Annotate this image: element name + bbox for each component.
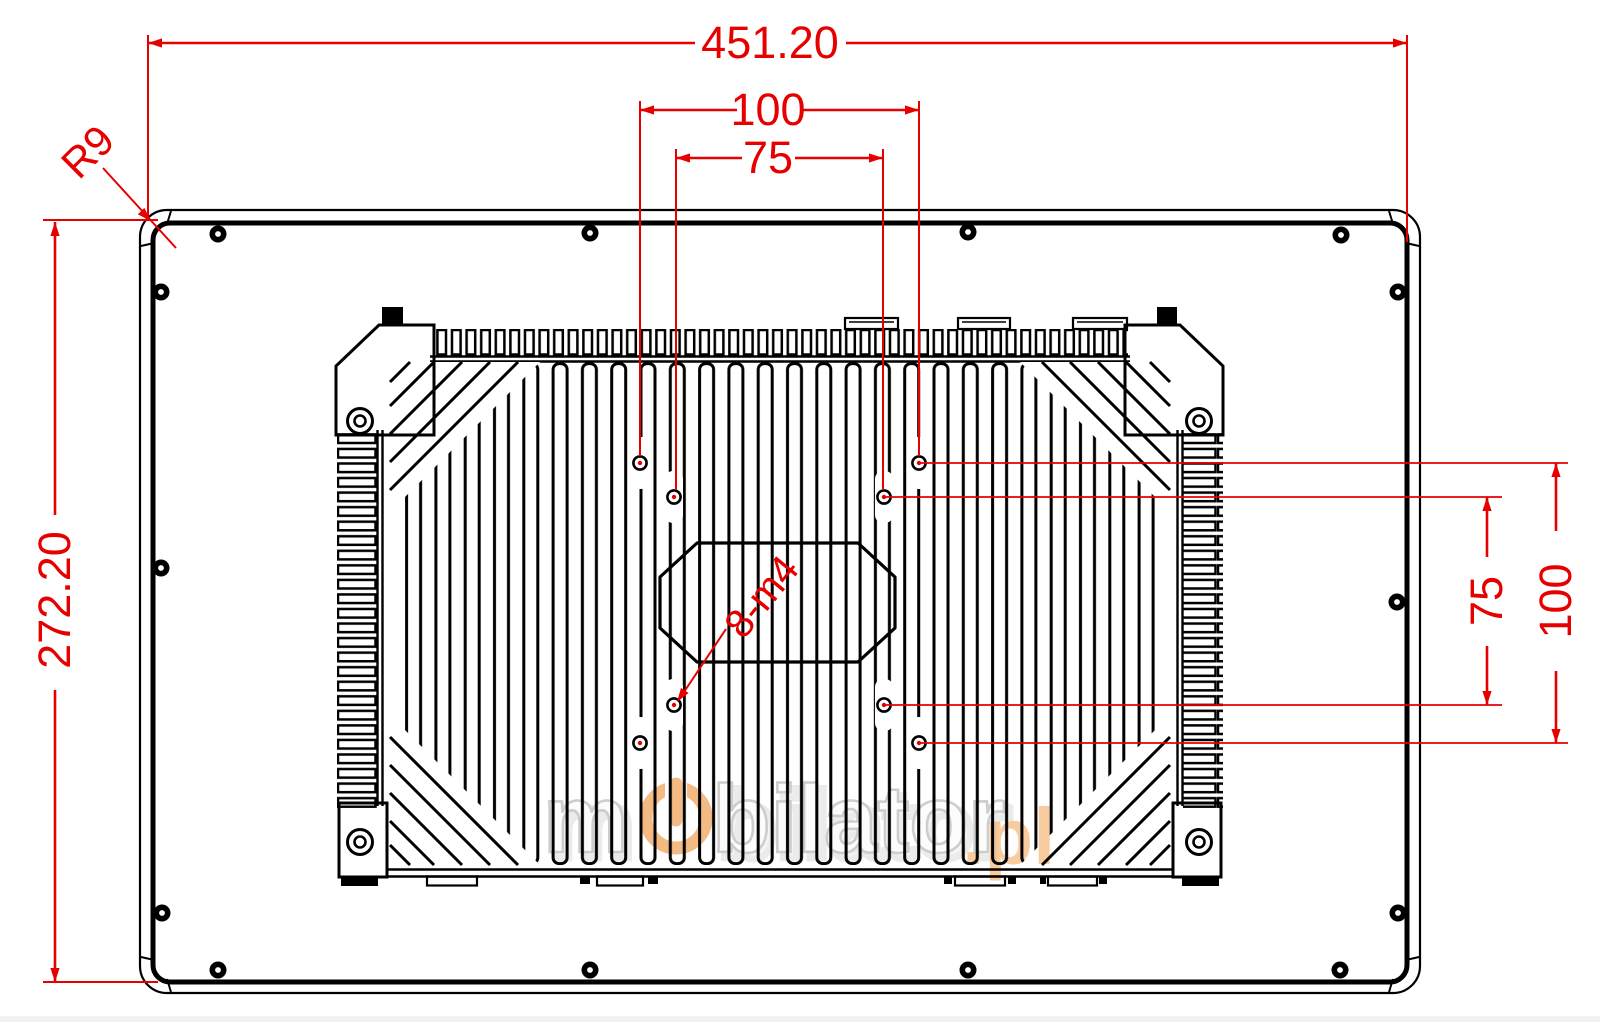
watermark-text-bilator: bilator: [712, 766, 1005, 873]
corner-screw: [1185, 407, 1213, 435]
panel-screw: [1331, 961, 1349, 979]
vesa-vertical-extension-lines: [884, 462, 1568, 744]
panel-bezel-outline: [150, 220, 1410, 985]
heatsink-foot: [1182, 877, 1219, 886]
power-button-icon: [639, 777, 713, 855]
panel-screw: [209, 225, 227, 243]
panel-screw: [1388, 593, 1406, 611]
corner-screw: [1185, 828, 1213, 856]
panel-screw: [1389, 283, 1407, 301]
dim-vesa75-value: 75: [743, 132, 793, 183]
top-fin-comb: [436, 329, 1128, 356]
fin-bend-top-right: [1020, 360, 1172, 512]
heatsink-foot: [1046, 875, 1099, 887]
right-fin-comb: [1183, 433, 1223, 808]
panel-screw: [153, 904, 171, 922]
watermark-shadow: m: [549, 772, 634, 879]
dimension-overall-width: 451.20: [147, 17, 1408, 242]
panel-screw: [209, 961, 227, 979]
heatsink-foot: [595, 875, 645, 887]
dimension-overall-height: 272.20: [29, 219, 158, 983]
dim-vesa100-vertical-value: 100: [1530, 563, 1581, 638]
panel-screw: [152, 283, 170, 301]
dimension-vesa-75-horizontal: 75: [675, 132, 884, 490]
dimension-corner-radius: R9: [52, 116, 177, 249]
heatsink-foot: [341, 877, 378, 886]
vesa-label-plate: [658, 541, 897, 664]
dimension-vesa-100-vertical: 100: [1530, 463, 1581, 743]
corner-pad-top-left: [334, 323, 436, 437]
fin-field: [405, 362, 1166, 865]
panel-screw: [152, 559, 170, 577]
panel-screw: [959, 961, 977, 979]
top-connector-tabs: [843, 316, 1129, 331]
dim-vesa75-vertical-value: 75: [1461, 576, 1512, 626]
dimension-vesa-100-horizontal: 100: [639, 84, 920, 456]
panel-screw: [581, 224, 599, 242]
heatsink-bottom-edge: [341, 868, 1219, 887]
corner-pad-top-right: [1123, 323, 1225, 437]
watermark-text-m: m: [543, 766, 628, 873]
fin-corner-bends: [388, 360, 1172, 867]
panel-screw: [581, 961, 599, 979]
panel-outer-outline: [138, 208, 1422, 995]
heatsink: [334, 307, 1225, 887]
heatsink-top-right-tab: [1157, 307, 1177, 326]
panel-screw: [959, 223, 977, 241]
watermark-shadow: bilator: [718, 772, 1011, 879]
page-bottom-smudge: [0, 1016, 1600, 1022]
panel-body: [138, 208, 1422, 995]
heatsink-top-left-tab: [382, 307, 403, 326]
dim-height-value: 272.20: [29, 531, 80, 669]
watermark: m bilator m bilator .pl: [542, 765, 1056, 883]
fin-bend-bottom-right: [1020, 715, 1172, 867]
corner-screw: [346, 828, 374, 856]
dim-width-value: 451.20: [701, 17, 839, 68]
hole-center-markers: [637, 460, 922, 746]
heatsink-foot: [953, 875, 1007, 887]
heatsink-foot: [425, 875, 479, 887]
fin-bend-top-left: [388, 360, 540, 512]
left-fin-comb: [337, 433, 377, 808]
dim-vesa100-value: 100: [730, 84, 805, 135]
fin-bend-bottom-left: [388, 715, 540, 867]
panel-screw: [1332, 226, 1350, 244]
corner-screw: [346, 407, 374, 435]
panel-corner-seams: [140, 210, 1420, 993]
dimension-vesa-75-vertical: 75: [1461, 497, 1512, 705]
panel-screw: [1389, 904, 1407, 922]
watermark-tld: .pl: [962, 792, 1055, 881]
dim-radius-value: R9: [52, 116, 123, 187]
